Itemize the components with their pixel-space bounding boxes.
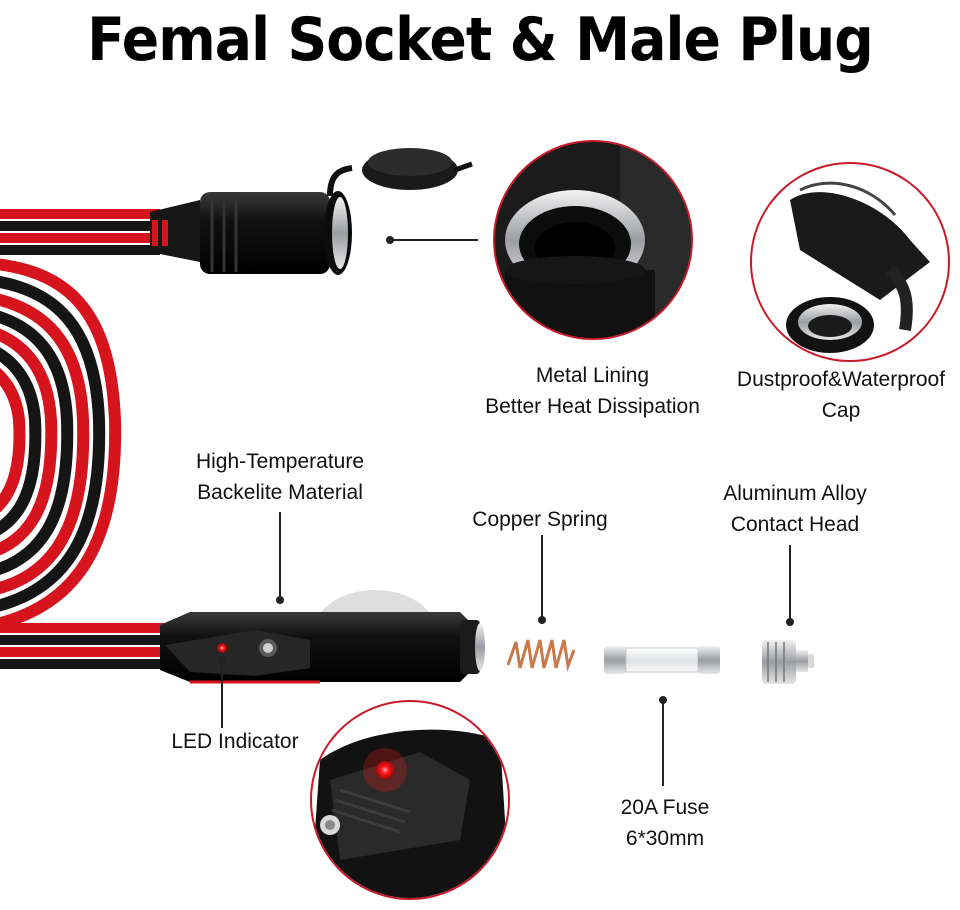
metal-lining-detail [493, 140, 693, 340]
contact-label: Aluminum Alloy Contact Head [700, 478, 890, 540]
copper-spring [506, 535, 576, 672]
led-label: LED Indicator [150, 726, 320, 757]
callout-bakelite [276, 512, 284, 604]
contact-label-line1: Aluminum Alloy [723, 482, 867, 505]
coiled-cable [0, 209, 165, 669]
callout-metal-lining [386, 236, 478, 244]
male-plug [160, 590, 485, 684]
contact-label-line2: Contact Head [730, 513, 860, 536]
fuse-label-line2: 6*30mm [625, 827, 705, 850]
metal-lining-label-line2: Better Heat Dissipation [485, 395, 700, 418]
female-socket [150, 148, 473, 275]
bakelite-label: High-Temperature Backelite Material [170, 446, 390, 508]
contact-head [762, 545, 814, 684]
bakelite-label-line1: High-Temperature [195, 450, 365, 473]
led-detail [310, 700, 510, 900]
spring-label: Copper Spring [455, 504, 625, 535]
bakelite-label-line2: Backelite Material [197, 481, 363, 504]
cap-label: Dustproof&Waterproof Cap [718, 364, 960, 426]
led-label-line1: LED Indicator [171, 730, 299, 753]
metal-lining-label: Metal Lining Better Heat Dissipation [470, 360, 715, 422]
metal-lining-label-line1: Metal Lining [535, 364, 650, 387]
spring-label-line1: Copper Spring [472, 508, 608, 531]
cap-label-line2: Cap [821, 399, 861, 422]
fuse-label-line1: 20A Fuse [620, 796, 710, 819]
dust-cap-detail [750, 162, 950, 362]
callout-led [218, 656, 226, 728]
page-title: Femal Socket & Male Plug [87, 5, 874, 75]
cap-label-line1: Dustproof&Waterproof [736, 368, 946, 391]
fuse-label: 20A Fuse 6*30mm [590, 792, 740, 854]
fuse [604, 646, 720, 786]
